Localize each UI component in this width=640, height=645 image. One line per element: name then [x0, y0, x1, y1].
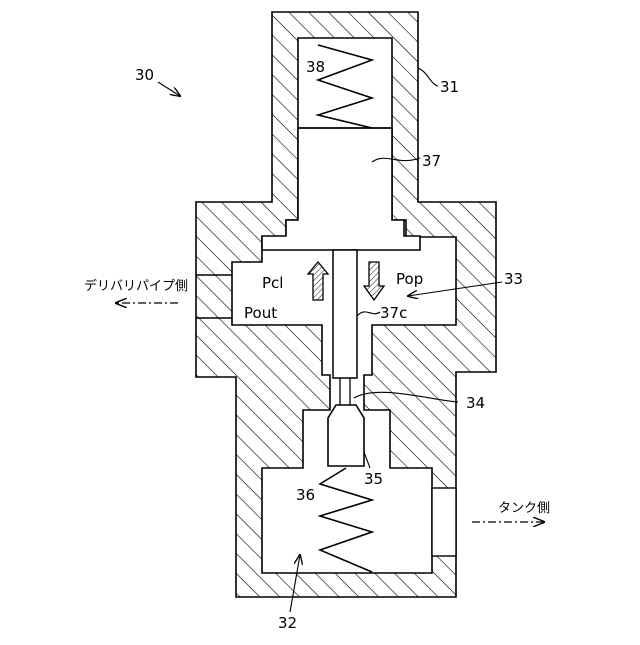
label-pcl: Pcl: [262, 274, 283, 292]
upper-spring: [318, 45, 372, 128]
tank-port: [432, 488, 456, 556]
label-34: 34: [466, 394, 485, 412]
leader-35: [364, 452, 370, 468]
label-31: 31: [440, 78, 459, 96]
label-tank-side: タンク側: [498, 501, 550, 516]
label-pout: Pout: [244, 304, 277, 322]
label-delivery-side: デリバリパイプ側: [84, 278, 188, 294]
label-37: 37: [422, 152, 441, 170]
label-pop: Pop: [396, 270, 423, 288]
leader-30: [158, 82, 180, 96]
leader-37c: [357, 312, 380, 316]
label-32: 32: [278, 614, 297, 632]
leader-31: [418, 68, 438, 86]
label-30: 30: [135, 66, 154, 84]
label-35: 35: [364, 470, 383, 488]
label-38: 38: [306, 58, 325, 76]
pop-arrow: [364, 262, 384, 300]
valve-body: [328, 405, 364, 466]
label-36: 36: [296, 486, 315, 504]
pcl-arrow: [308, 262, 328, 300]
label-33: 33: [504, 270, 523, 288]
piston-rod: [333, 250, 357, 378]
label-37c: 37c: [380, 304, 407, 322]
